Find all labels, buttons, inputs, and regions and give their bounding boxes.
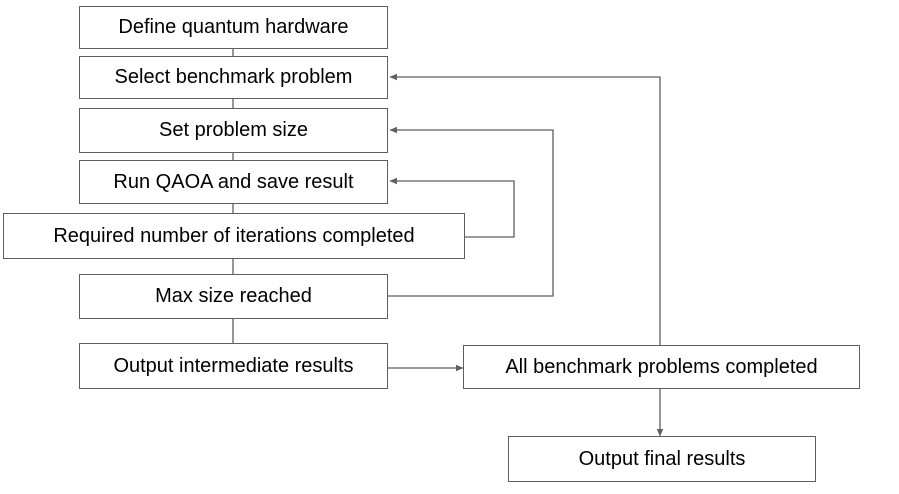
node-set-size: Set problem size: [79, 108, 388, 153]
node-run-qaoa: Run QAOA and save result: [79, 160, 388, 204]
node-all-problems-completed: All benchmark problems completed: [463, 345, 860, 389]
node-select-problem: Select benchmark problem: [79, 56, 388, 99]
loop-iterations-to-run-arrow: [389, 177, 515, 238]
node-iterations-completed: Required number of iterations completed: [3, 213, 465, 259]
node-define-hardware: Define quantum hardware: [79, 6, 388, 49]
node-output-intermediate: Output intermediate results: [79, 343, 388, 389]
loop-problems-to-select-arrow: [389, 73, 661, 345]
node-max-size: Max size reached: [79, 274, 388, 319]
node-output-final: Output final results: [508, 436, 816, 482]
loop-maxsize-to-size-arrow: [388, 126, 554, 297]
